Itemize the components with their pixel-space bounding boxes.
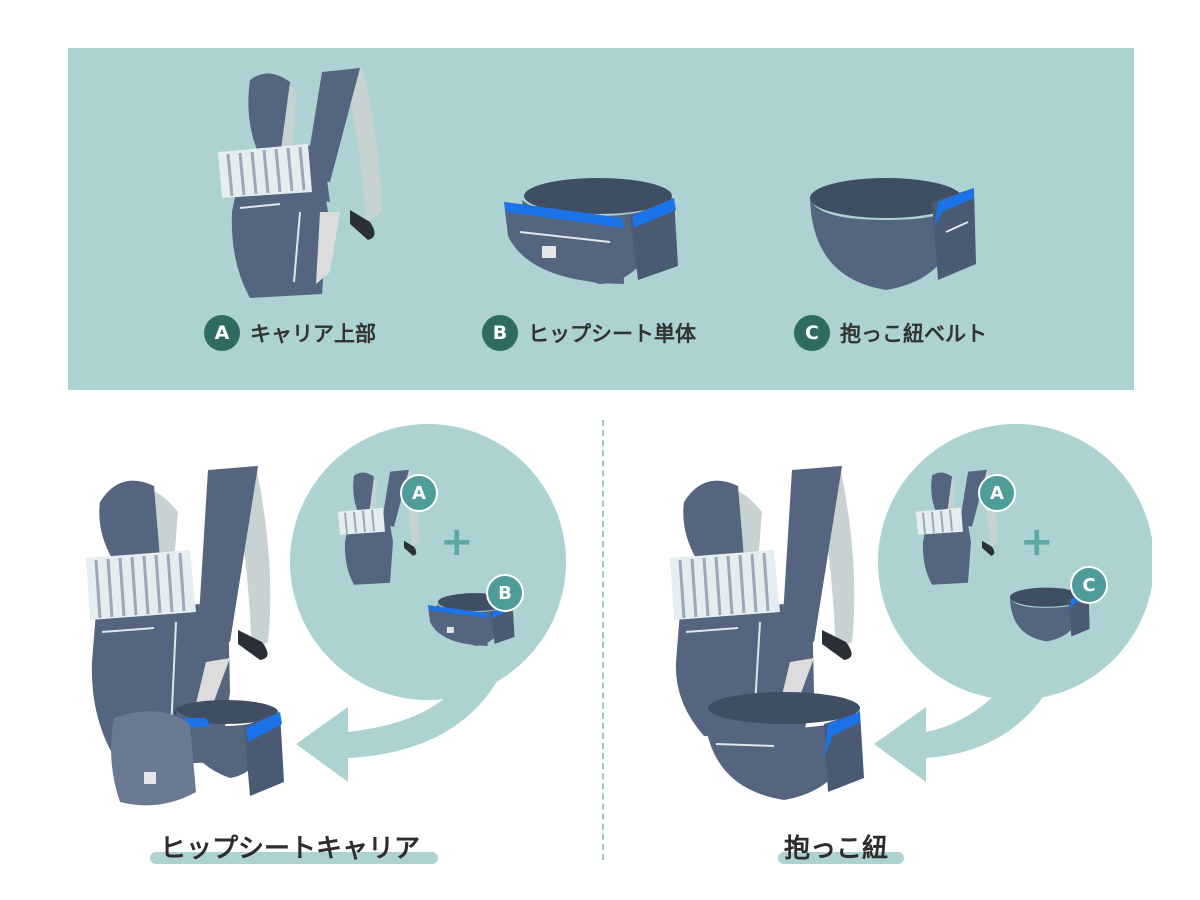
component-label-b: B ヒップシート単体 <box>482 315 696 351</box>
mode-title-baby-carrier: 抱っこ紐 <box>784 834 889 864</box>
plus-icon-left: + <box>440 519 474 565</box>
hip-seat-carrier-illustration <box>86 466 284 806</box>
component-label-c: C 抱っこ紐ベルト <box>794 315 987 351</box>
badge-b: B <box>482 315 518 351</box>
bubble-badge-a-right: A <box>978 474 1016 512</box>
component-name-b: ヒップシート単体 <box>528 322 696 346</box>
belt-illustration <box>810 178 976 290</box>
plus-icon-right: + <box>1020 519 1054 565</box>
bubble-badge-c: C <box>1070 566 1108 604</box>
bubble-badge-b: B <box>486 574 524 612</box>
mini-hip-seat-icon <box>427 593 515 646</box>
mode-title-hip-seat-carrier: ヒップシートキャリア <box>160 834 421 864</box>
bubble-badge-a-left: A <box>400 474 438 512</box>
badge-c: C <box>794 315 830 351</box>
hip-seat-illustration <box>504 178 678 284</box>
section-divider <box>602 420 604 860</box>
title-underline-left <box>150 852 438 864</box>
component-name-c: 抱っこ紐ベルト <box>840 322 987 346</box>
baby-carrier-illustration <box>670 466 864 800</box>
title-underline-right <box>778 852 904 864</box>
carrier-top-illustration <box>218 68 382 298</box>
component-label-a: A キャリア上部 <box>204 315 376 351</box>
badge-a: A <box>204 315 240 351</box>
component-name-a: キャリア上部 <box>250 322 376 346</box>
